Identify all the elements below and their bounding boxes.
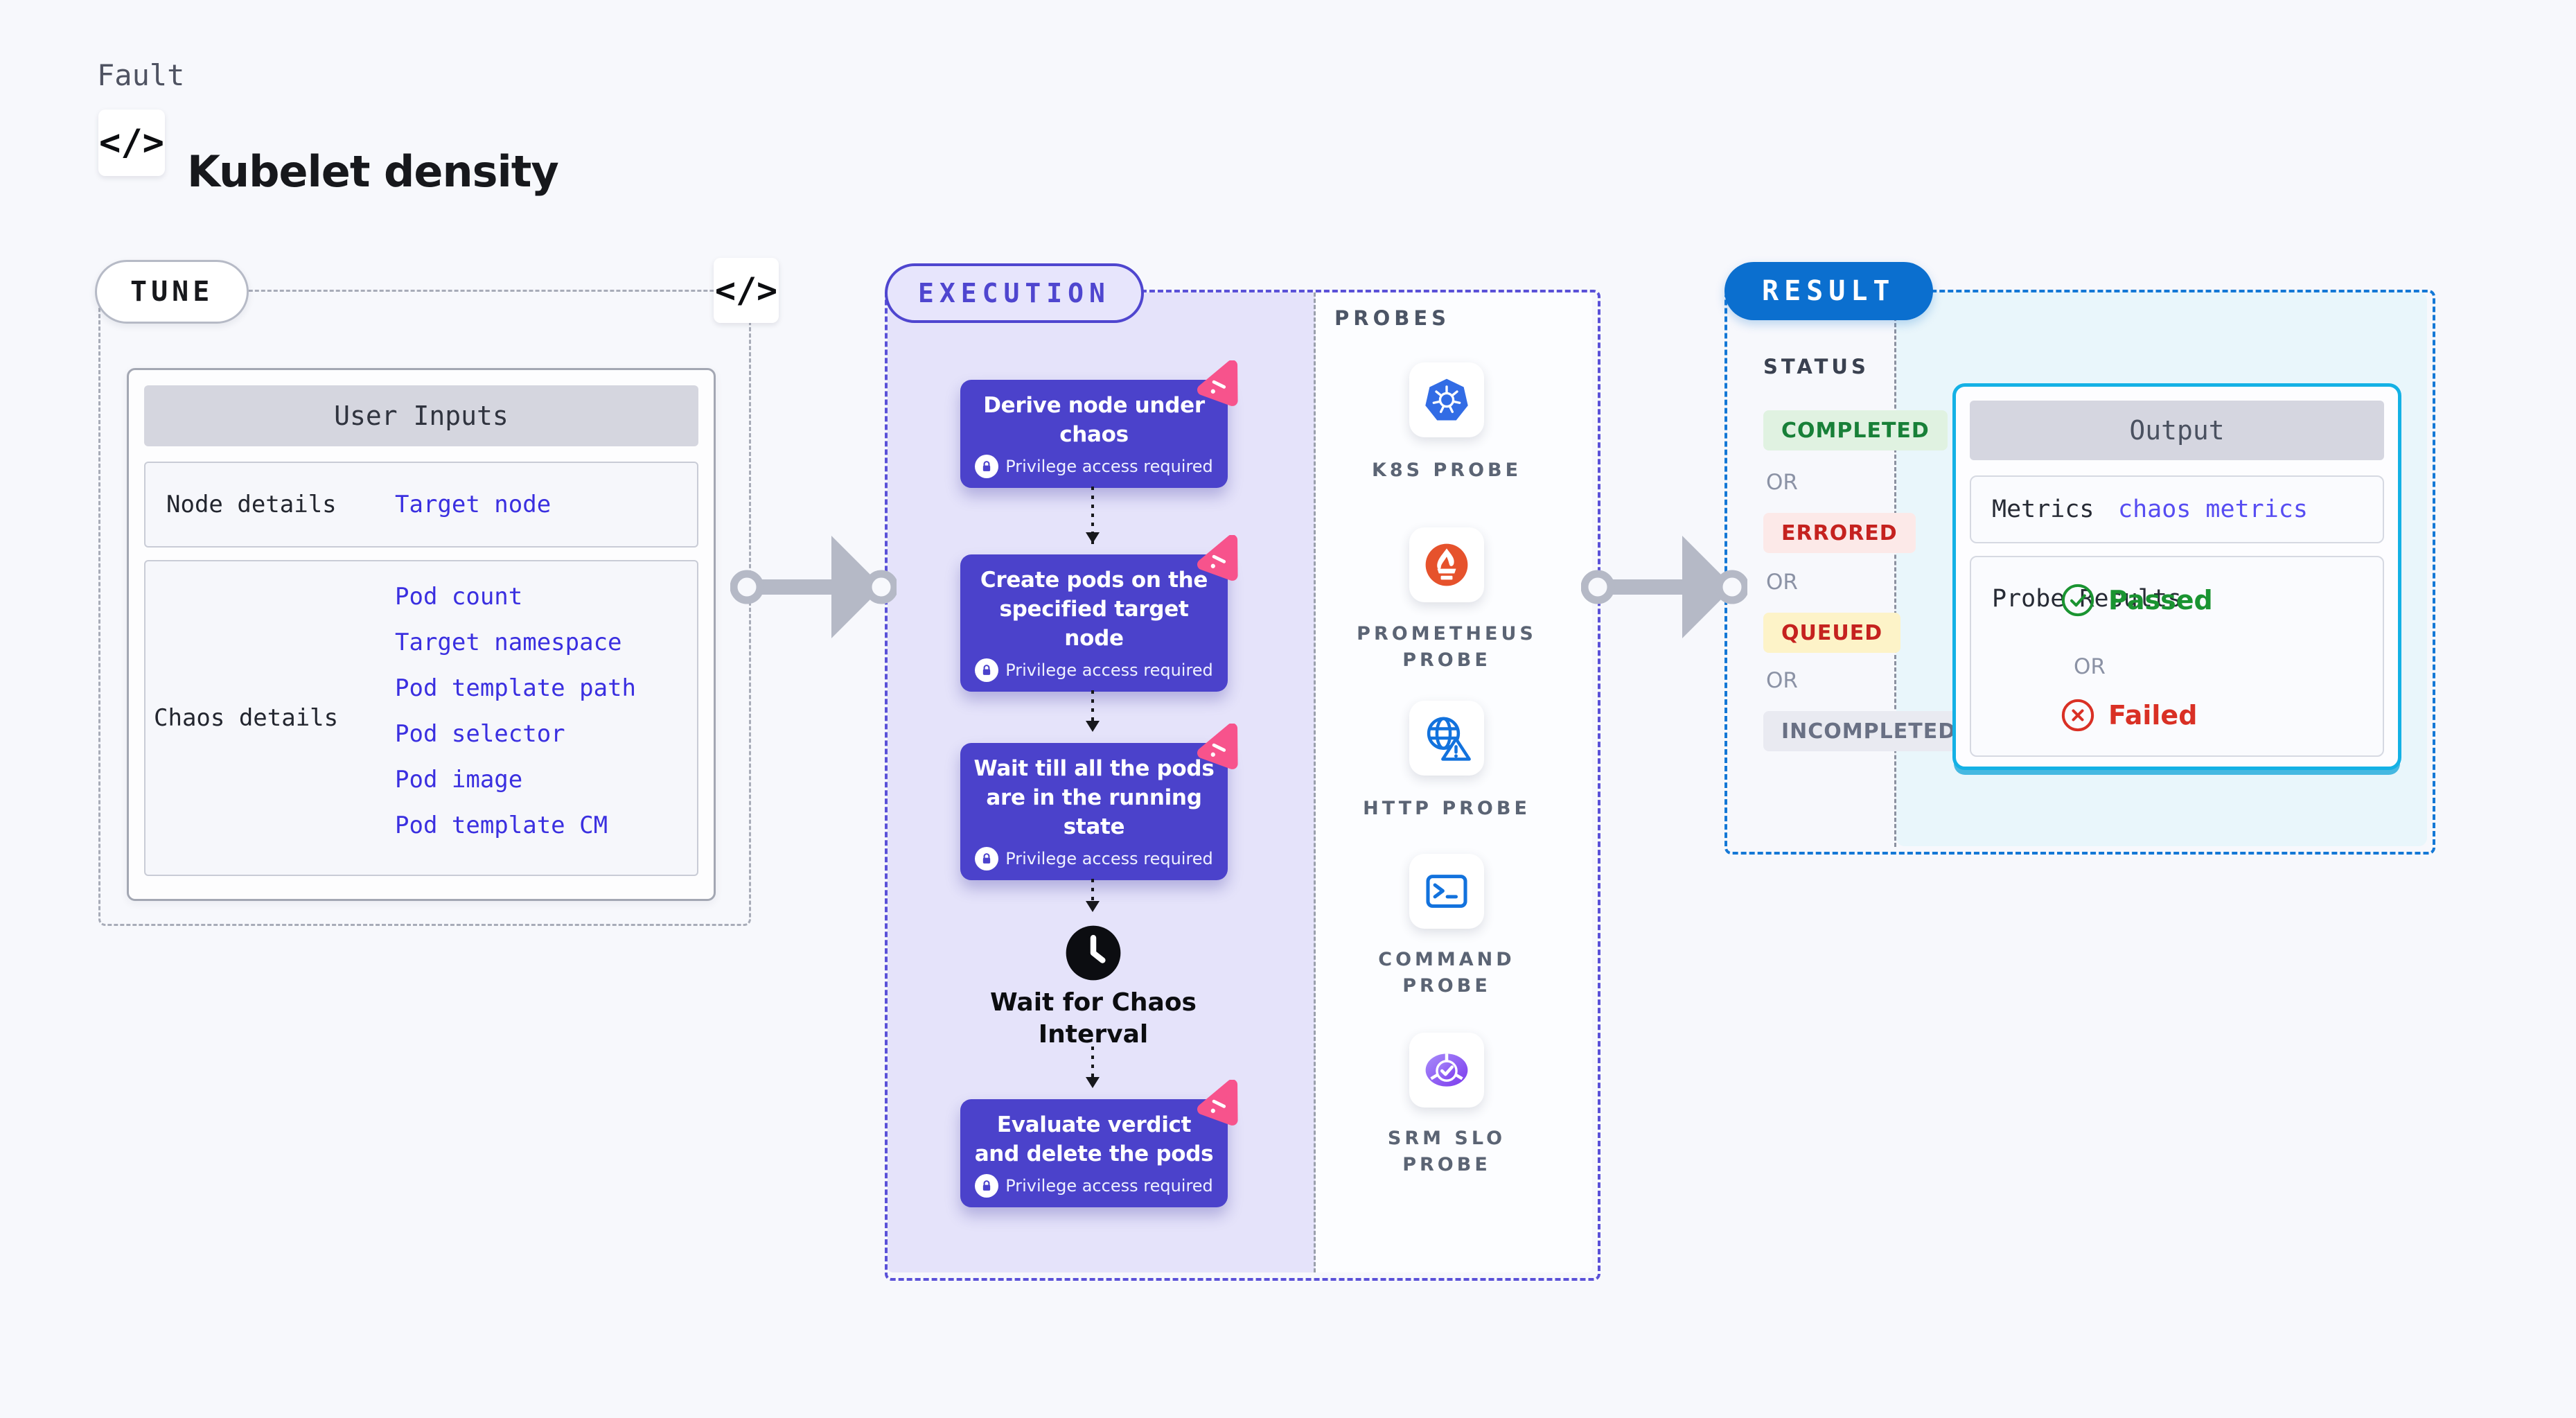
or-label: OR: [1766, 470, 1798, 495]
execution-step-derive-node: Derive node under chaos Privilege access…: [960, 360, 1238, 488]
experiment-icon: [1197, 1080, 1238, 1126]
step-note-text: Privilege access required: [1005, 660, 1213, 680]
user-inputs-table: User Inputs Node details Target node Cha…: [127, 368, 716, 901]
probe-label: HTTP PROBE: [1363, 798, 1530, 819]
execution-probes-divider: [1314, 292, 1316, 1272]
lock-icon: [975, 455, 999, 478]
flow-arrow-icon: [1581, 536, 1747, 638]
code-icon: </>: [98, 110, 165, 176]
probes-title: PROBES: [1334, 306, 1451, 330]
link-pod-template-path[interactable]: Pod template path: [395, 674, 636, 702]
step-connector-arrow: [1091, 1047, 1094, 1091]
or-label: OR: [1766, 570, 1798, 595]
status-badge-queued: QUEUED: [1763, 613, 1901, 653]
step-title: Evaluate verdict and delete the pods: [974, 1112, 1214, 1166]
metrics-label: Metrics: [1992, 496, 2094, 523]
http-probe-tile: [1409, 701, 1484, 776]
step-title: Create pods on the specified target node: [980, 568, 1208, 651]
prometheus-icon: [1425, 543, 1468, 586]
link-pod-template-cm[interactable]: Pod template CM: [395, 812, 608, 839]
slo-donut-icon: [1425, 1053, 1468, 1087]
tune-badge: TUNE: [95, 260, 249, 324]
step-title: Derive node under chaos: [983, 393, 1205, 447]
page-title: Kubelet density: [187, 146, 559, 198]
k8s-probe-tile: [1409, 362, 1484, 437]
experiment-icon: [1197, 535, 1238, 581]
clock-icon: [1066, 925, 1121, 981]
probe-label: SRM SLO PROBE: [1387, 1128, 1506, 1175]
step-note-text: Privilege access required: [1005, 849, 1213, 868]
lock-icon: [975, 847, 999, 870]
table-row: Chaos details Pod count Target namespace…: [144, 560, 698, 876]
srm-slo-probe-tile: [1409, 1033, 1484, 1108]
kubernetes-icon: [1425, 378, 1468, 421]
output-table: Output Metrics chaos metrics Probe Resul…: [1952, 383, 2401, 770]
experiment-icon: [1197, 360, 1238, 406]
link-pod-selector[interactable]: Pod selector: [395, 720, 565, 748]
lock-icon: [975, 658, 999, 682]
step-note-text: Privilege access required: [1005, 457, 1213, 476]
chaos-metrics-link[interactable]: chaos metrics: [2118, 496, 2308, 523]
execution-badge: EXECUTION: [885, 263, 1144, 323]
link-target-namespace[interactable]: Target namespace: [395, 629, 622, 656]
experiment-icon: [1197, 724, 1238, 769]
failed-label: Failed: [2108, 700, 2198, 730]
execution-step-evaluate-verdict: Evaluate verdict and delete the pods Pri…: [960, 1080, 1238, 1207]
step-connector-arrow: [1091, 487, 1094, 546]
check-circle-icon: [2061, 584, 2094, 617]
output-header: Output: [1970, 401, 2384, 460]
probe-label: COMMAND PROBE: [1378, 949, 1515, 997]
step-title: Wait till all the pods are in the runnin…: [973, 756, 1215, 839]
prometheus-probe-tile: [1409, 527, 1484, 602]
command-probe-tile: [1409, 854, 1484, 929]
table-row: Probe Results Passed OR Failed: [1970, 556, 2384, 757]
x-circle-icon: [2061, 699, 2094, 732]
status-badge-completed: COMPLETED: [1763, 410, 1948, 450]
globe-alert-icon: [1427, 717, 1471, 761]
step-connector-arrow: [1091, 879, 1094, 915]
probe-label: K8S PROBE: [1371, 459, 1522, 481]
link-pod-count[interactable]: Pod count: [395, 583, 523, 611]
or-label: OR: [2074, 654, 2106, 679]
step-note-text: Privilege access required: [1005, 1176, 1213, 1196]
tune-section-box: [98, 290, 751, 926]
wait-for-chaos-interval-label: Wait for Chaos Interval: [990, 988, 1197, 1049]
result-badge: RESULT: [1724, 262, 1933, 320]
verdict-failed: Failed: [2060, 697, 2197, 733]
status-badge-errored: ERRORED: [1763, 513, 1916, 553]
code-icon: </>: [714, 258, 779, 323]
table-row: Node details Target node: [144, 462, 698, 548]
passed-label: Passed: [2108, 585, 2213, 615]
or-label: OR: [1766, 668, 1798, 693]
result-divider: [1894, 292, 1896, 847]
execution-step-wait-running: Wait till all the pods are in the runnin…: [960, 724, 1238, 880]
step-connector-arrow: [1091, 690, 1094, 735]
execution-section-box: [885, 290, 1600, 1281]
status-title: STATUS: [1763, 355, 1869, 378]
user-inputs-header: User Inputs: [144, 385, 698, 446]
flow-arrow-icon: [730, 536, 897, 638]
probes-panel-background: [1316, 292, 1592, 1272]
link-target-node[interactable]: Target node: [395, 491, 552, 518]
terminal-icon: [1426, 875, 1467, 908]
status-badge-incompleted: INCOMPLETED: [1763, 711, 1975, 751]
verdict-passed: Passed: [2060, 582, 2213, 618]
table-row: Metrics chaos metrics: [1970, 475, 2384, 543]
fault-eyebrow: Fault: [97, 58, 185, 92]
row-label: Chaos details: [154, 704, 339, 732]
row-label: Node details: [166, 491, 337, 518]
lock-icon: [975, 1174, 999, 1198]
probe-label: PROMETHEUS PROBE: [1357, 623, 1537, 671]
execution-step-create-pods: Create pods on the specified target node…: [960, 535, 1238, 692]
link-pod-image[interactable]: Pod image: [395, 766, 523, 794]
